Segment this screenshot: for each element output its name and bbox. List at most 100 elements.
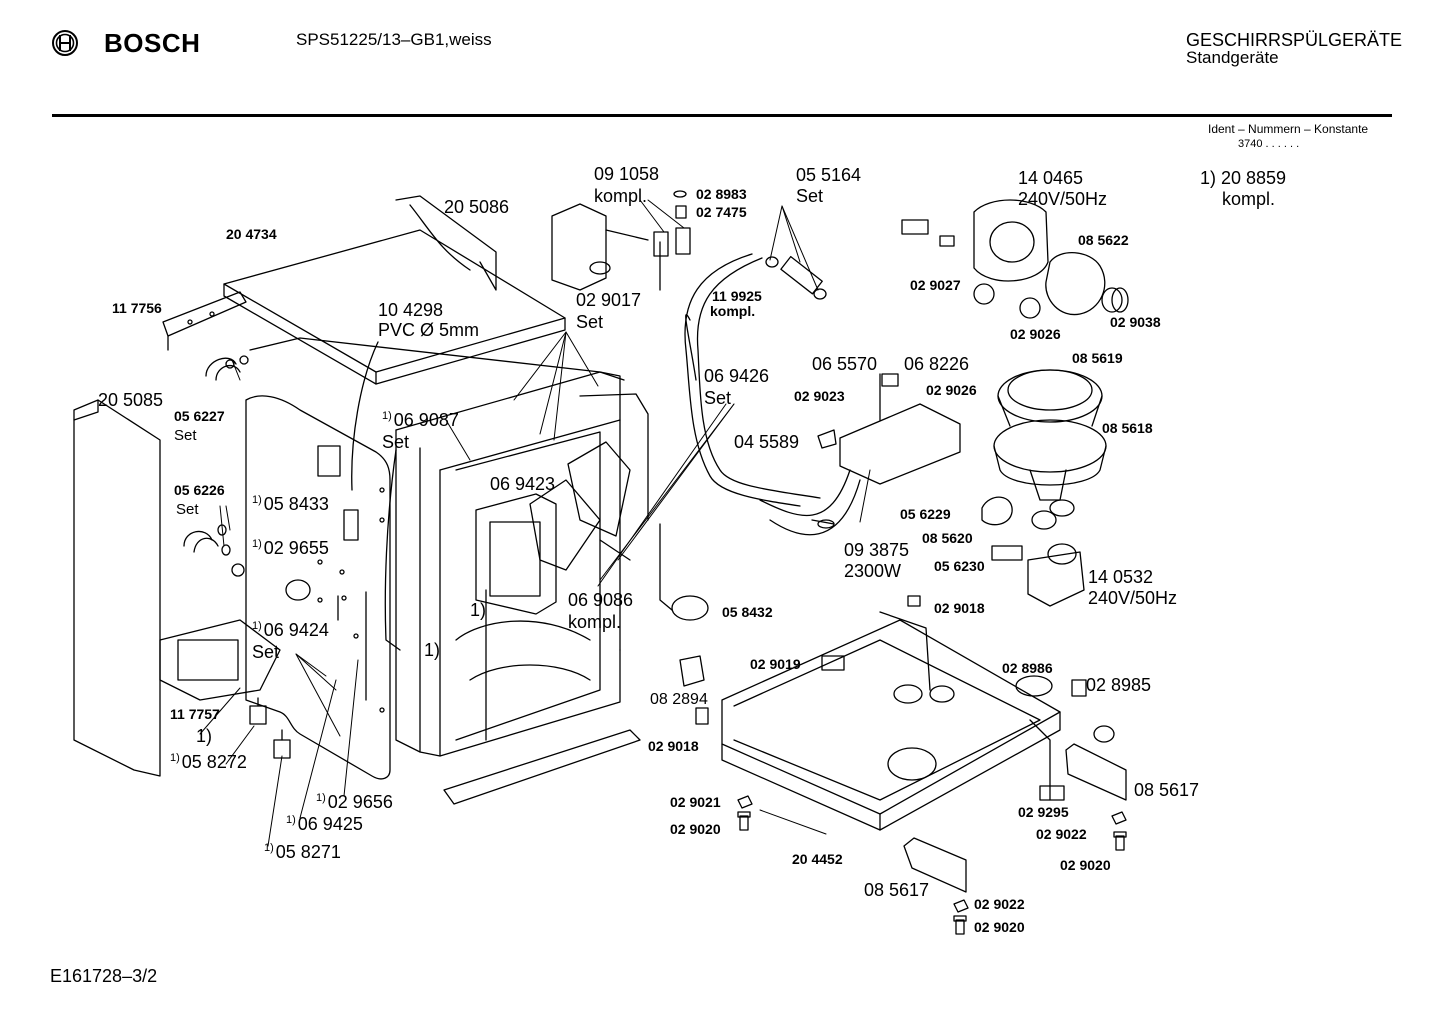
label-055164: 05 5164 (796, 165, 862, 185)
label-058432: 05 8432 (722, 604, 773, 620)
label-058433: 1)05 8433 (252, 494, 329, 514)
label-204452: 20 4452 (792, 851, 843, 867)
footnote-marker-a: 1) (196, 726, 213, 746)
label-045589: 04 5589 (734, 432, 800, 452)
label-208859: 1) 20 8859 (1200, 168, 1287, 188)
base-tray (721, 611, 1061, 831)
label-117757: 11 7757 (170, 706, 220, 722)
label-085619: 08 5619 (1072, 350, 1123, 366)
label-069426-set: Set (704, 388, 732, 408)
document-id: E161728–3/2 (50, 966, 158, 986)
label-208859-kompl: kompl. (1222, 189, 1276, 209)
label-029038: 02 9038 (1110, 314, 1161, 330)
door-inner-panel (245, 395, 391, 780)
leader-lines (199, 199, 871, 847)
footnote-marker-c: 1) (424, 640, 441, 660)
subcategory-title: Standgeräte (1186, 48, 1279, 67)
label-085618: 08 5618 (1102, 420, 1153, 436)
label-091058: 09 1058 (594, 164, 660, 184)
label-140532: 14 0532 (1088, 567, 1154, 587)
label-028986: 02 8986 (1002, 660, 1053, 676)
label-pvc-cable: PVC Ø 5mm (378, 320, 480, 340)
ident-value: 3740 . . . . . . (1238, 138, 1300, 150)
label-029022a: 02 9022 (1036, 826, 1087, 842)
label-056229: 05 6229 (900, 506, 951, 522)
heater-element (759, 373, 961, 536)
label-085617a: 08 5617 (1134, 780, 1200, 800)
label-140465-voltage: 240V/50Hz (1018, 189, 1108, 209)
pressure-switches (249, 697, 291, 759)
bosch-logo (50, 28, 80, 63)
water-softener-container (551, 190, 691, 291)
label-069424: 1)06 9424 (252, 620, 329, 640)
label-028983: 02 8983 (696, 186, 747, 202)
label-029026a: 02 9026 (1010, 326, 1061, 342)
label-069087-set: Set (382, 432, 410, 452)
label-055164-set: Set (796, 186, 824, 206)
header-rule (52, 114, 1392, 117)
label-082894: 08 2894 (650, 691, 708, 708)
label-093875: 09 3875 (844, 540, 910, 560)
label-085617b: 08 5617 (864, 880, 930, 900)
label-056227: 05 6227 (174, 408, 225, 424)
label-058271: 1)05 8271 (264, 842, 341, 862)
label-069423: 06 9423 (490, 474, 556, 494)
label-204734: 20 4734 (226, 226, 277, 242)
label-065570: 06 5570 (812, 354, 878, 374)
dispenser-assembly (475, 393, 649, 615)
bosch-armature-icon (52, 30, 78, 56)
label-029655: 1)02 9655 (252, 538, 329, 558)
label-058272: 1)05 8272 (170, 752, 247, 772)
label-056226: 05 6226 (174, 482, 225, 498)
hoses (183, 355, 249, 577)
footnote-marker-b: 1) (470, 600, 487, 620)
ident-label: Ident – Nummern – Konstante (1208, 122, 1369, 136)
label-029019: 02 9019 (750, 656, 801, 672)
label-029023: 02 9023 (794, 388, 845, 404)
label-069426: 06 9426 (704, 366, 770, 386)
label-029018a: 02 9018 (934, 600, 985, 616)
lower-frame-base (159, 619, 281, 701)
label-056226-set: Set (176, 501, 199, 518)
category-title: GESCHIRRSPÜLGERÄTE (1186, 30, 1403, 50)
label-029021: 02 9021 (670, 794, 721, 810)
mounting-rail (162, 291, 247, 351)
label-091058-kompl: kompl. (594, 186, 648, 206)
label-069425: 1)06 9425 (286, 814, 363, 834)
long-drain-hose (684, 253, 801, 507)
door-seal (384, 449, 401, 651)
label-029017: 02 9017 (576, 290, 642, 310)
short-hose-set (765, 255, 827, 300)
label-056227-set: Set (174, 427, 197, 444)
label-029022b: 02 9022 (974, 896, 1025, 912)
label-029020c: 02 9020 (974, 919, 1025, 935)
label-069087: 1)06 9087 (382, 410, 459, 430)
pvc-cable (351, 341, 379, 491)
label-069424-set: Set (252, 642, 280, 662)
label-028985: 02 8985 (1086, 675, 1152, 695)
cabinet-body (249, 337, 631, 757)
label-029017-set: Set (576, 312, 604, 332)
small-fasteners (659, 523, 1127, 935)
label-029295: 02 9295 (1018, 804, 1069, 820)
brand-name: BOSCH (104, 28, 201, 58)
label-117756: 11 7756 (112, 300, 162, 316)
label-029020a: 02 9020 (670, 821, 721, 837)
label-205086: 20 5086 (444, 197, 510, 217)
label-069086-kompl: kompl. (568, 612, 622, 632)
label-056230: 05 6230 (934, 558, 985, 574)
label-027475: 02 7475 (696, 204, 747, 220)
label-093875-wattage: 2300W (844, 561, 902, 581)
label-140465: 14 0465 (1018, 168, 1084, 188)
model-number: SPS51225/13–GB1,weiss (296, 30, 492, 49)
label-085620: 08 5620 (922, 530, 973, 546)
plinth-bars (443, 729, 1127, 893)
label-104298: 10 4298 (378, 300, 444, 320)
drain-pump (981, 496, 1085, 607)
label-069086: 06 9086 (568, 590, 634, 610)
circulation-pump (901, 199, 1129, 319)
label-205085: 20 5085 (98, 390, 164, 410)
label-068226: 06 8226 (904, 354, 970, 374)
worktop-panel (223, 229, 566, 385)
